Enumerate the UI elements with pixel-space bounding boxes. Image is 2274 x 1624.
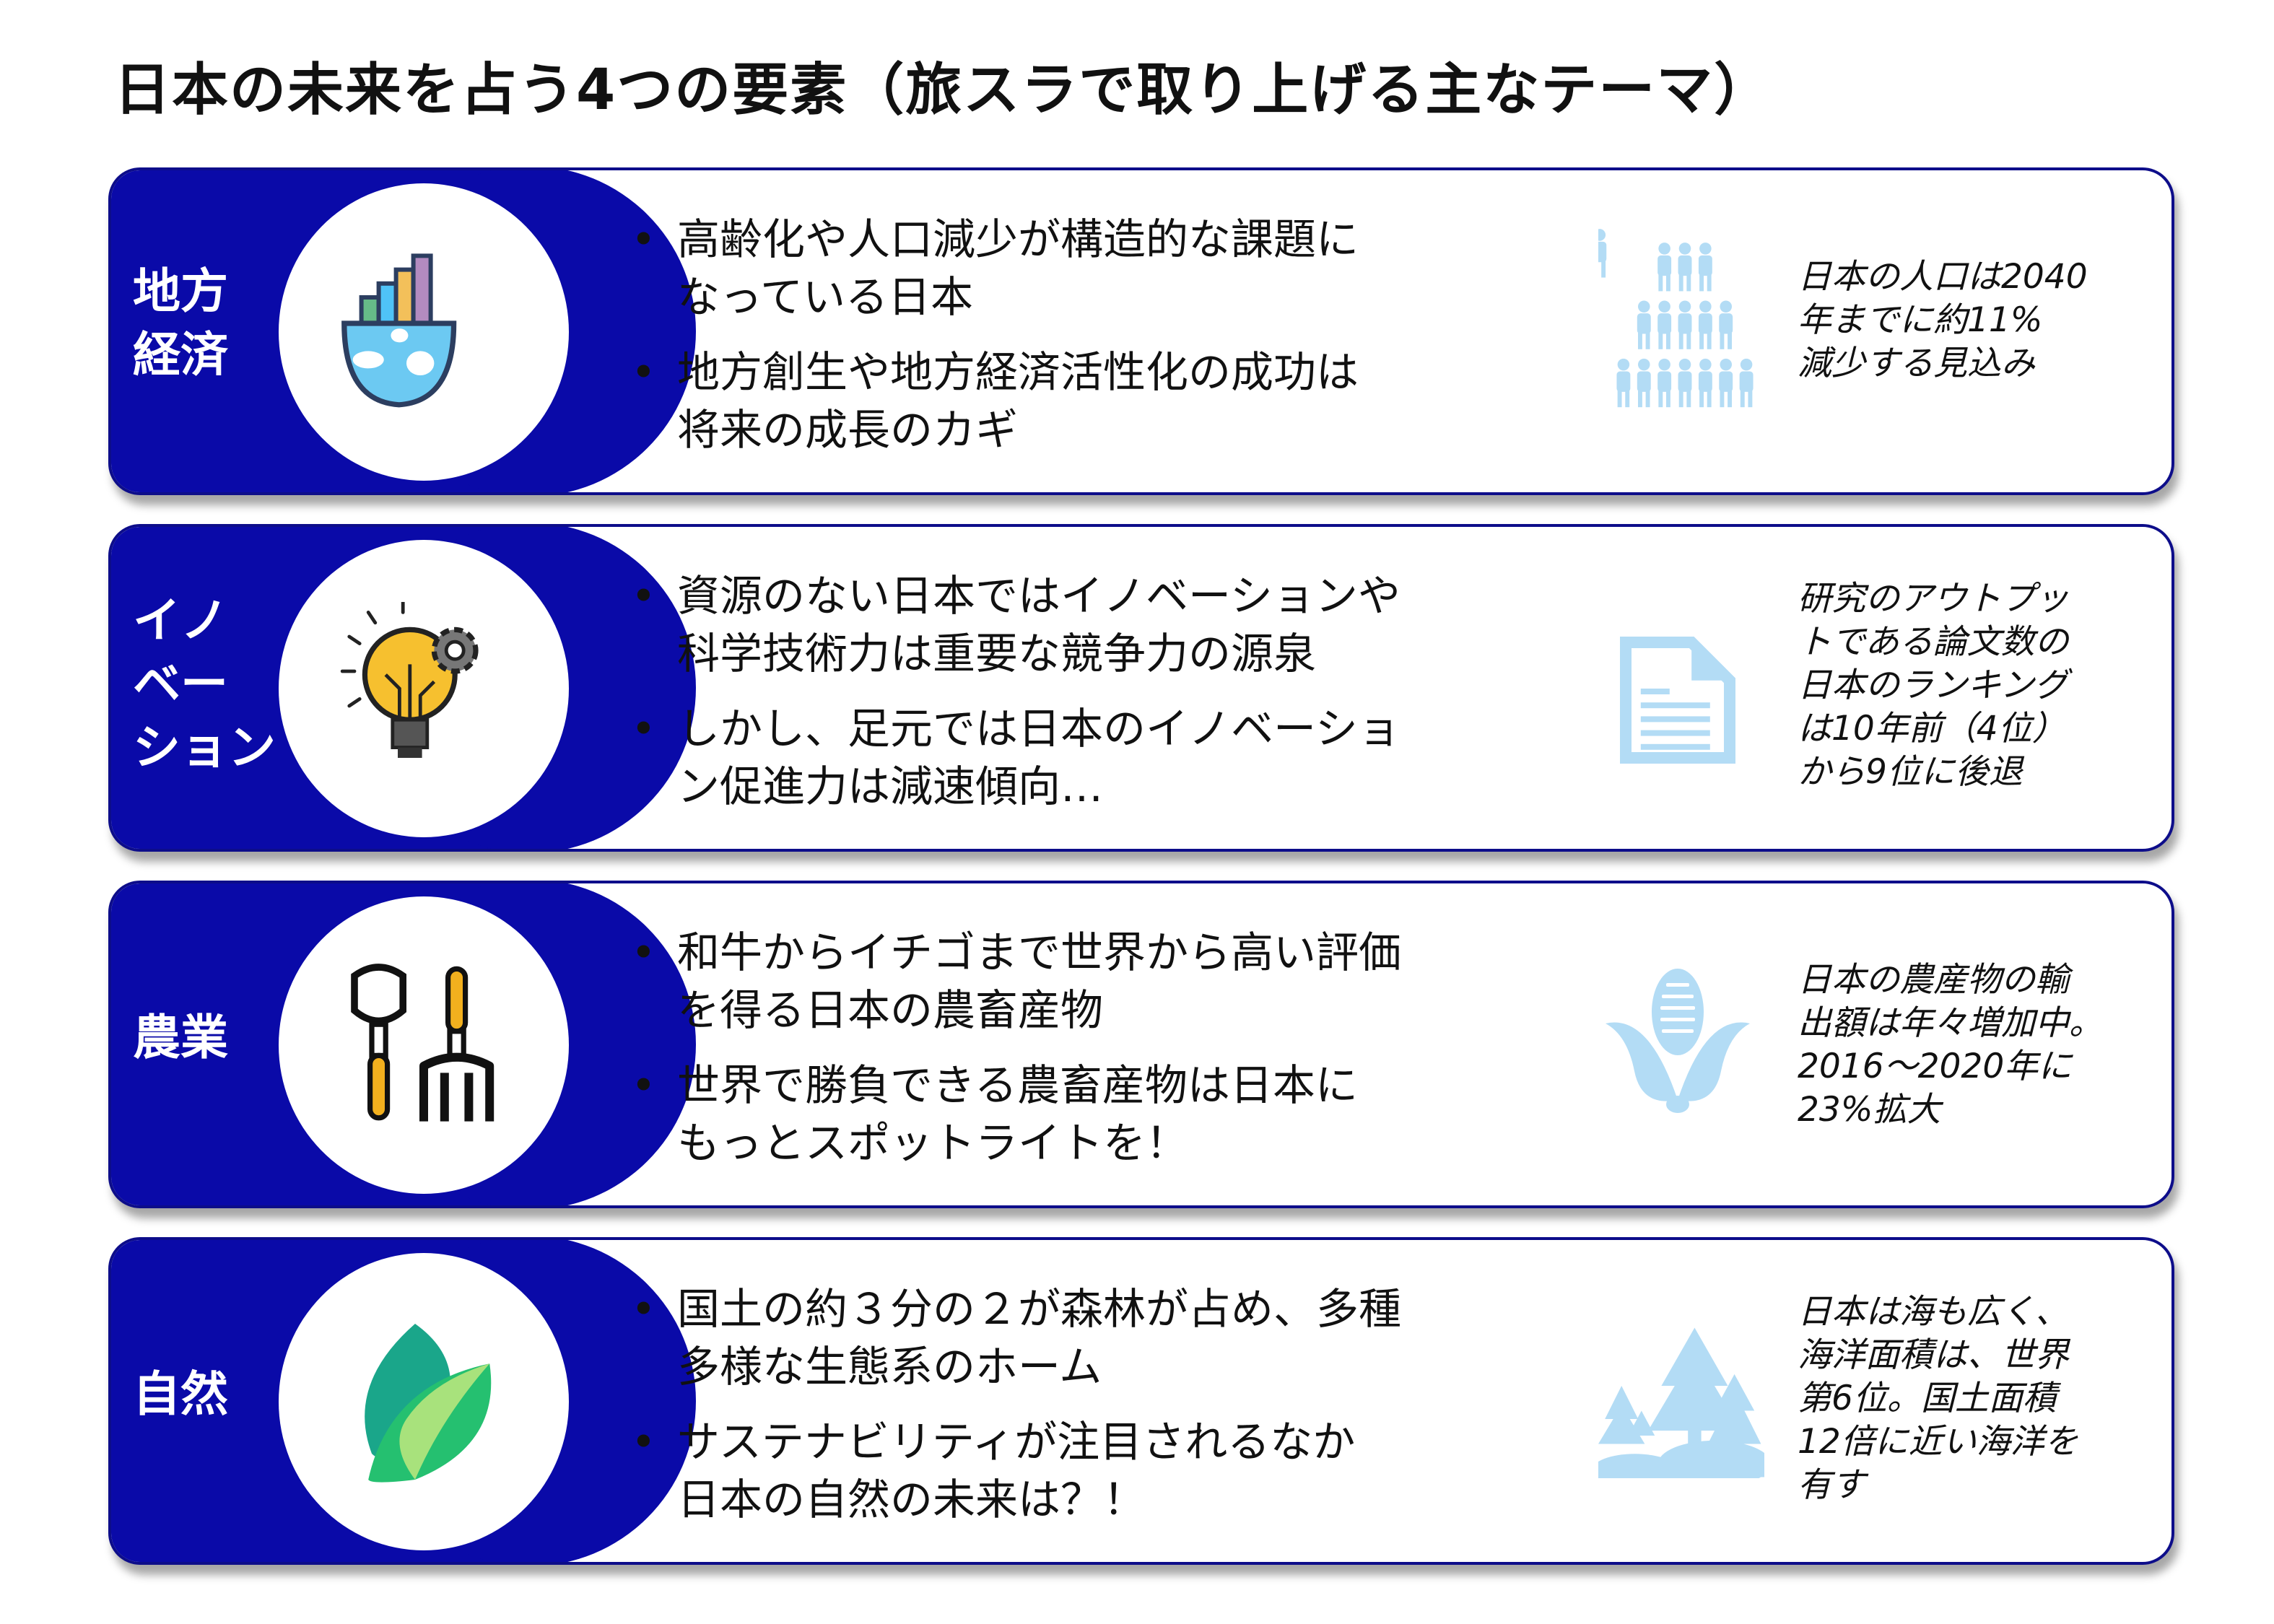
corn-icon xyxy=(1606,969,1750,1113)
bullet-item: 世界で勝負できる農畜産物は日本に もっとスポットライトを！ xyxy=(631,1057,1642,1172)
theme-card-nature: 自然 国土の約３分の２が森林が占め、多種 多様な生態系のホーム サステナビリティ… xyxy=(108,1237,2174,1565)
bullet-item: 高齢化や人口減少が構造的な課題に なっている日本 xyxy=(631,211,1642,326)
theme-card-agriculture: 農業 和牛からイチゴまで世界から高い評価 を得る日本の農畜産物 世界で勝負できる… xyxy=(108,881,2174,1208)
theme-card-regional-economy: 地方 経済 高齢化や人口減少が構造的な課題に なっている日本 地方創生や地方経済… xyxy=(108,167,2174,495)
bullet-list: 和牛からイチゴまで世界から高い評価 を得る日本の農畜産物 世界で勝負できる農畜産… xyxy=(631,924,1642,1189)
theme-card-innovation: イノ ベー ション 資源のない日本ではイノベーションや 科学技術力は重要な競争力… xyxy=(108,524,2174,852)
bullet-item: サステナビリティが注目されるなか 日本の自然の未来は？！ xyxy=(631,1413,1642,1529)
page-title: 日本の未来を占う4つの要素（旅スラで取り上げる主なテーマ） xyxy=(114,58,1772,123)
icon-circle xyxy=(279,896,569,1194)
bullet-item: 国土の約３分の２が森林が占め、多種 多様な生態系のホーム xyxy=(631,1280,1642,1396)
icon-circle xyxy=(279,183,569,481)
bullet-item: 地方創生や地方経済活性化の成功は 将来の成長のカギ xyxy=(631,344,1642,459)
bullet-list: 高齢化や人口減少が構造的な課題に なっている日本 地方創生や地方経済活性化の成功… xyxy=(631,211,1642,476)
card-label: 農業 xyxy=(133,1010,228,1065)
lightbulb-gear-icon xyxy=(340,602,479,758)
globe-bar-chart-icon xyxy=(341,253,457,408)
document-icon xyxy=(1620,637,1735,764)
side-note: 日本の農産物の輸 出額は年々増加中。 2016～2020年に 23%拡大 xyxy=(1798,960,2103,1130)
bullet-item: 資源のない日本ではイノベーションや 科学技術力は重要な競争力の源泉 xyxy=(631,567,1642,683)
icon-circle xyxy=(279,1253,569,1550)
population-pyramid-icon xyxy=(1598,229,1754,408)
bullet-list: 資源のない日本ではイノベーションや 科学技術力は重要な競争力の源泉 しかし、足元… xyxy=(631,567,1642,833)
icon-circle xyxy=(279,540,569,837)
card-label: 地方 経済 xyxy=(133,263,228,383)
bullet-item: 和牛からイチゴまで世界から高い評価 を得る日本の農畜産物 xyxy=(631,924,1642,1039)
bullet-list: 国土の約３分の２が森林が占め、多種 多様な生態系のホーム サステナビリティが注目… xyxy=(631,1280,1642,1546)
garden-tools-icon xyxy=(351,964,495,1122)
card-label: 自然 xyxy=(133,1366,228,1422)
forest-icon xyxy=(1598,1327,1764,1478)
side-note: 研究のアウトプッ トである論文数の 日本のランキング は10年前（4位） から9… xyxy=(1798,579,2069,792)
side-note: 日本は海も広く、 海洋面積は、世界 第6位。国土面積 12倍に近い海洋を 有す xyxy=(1798,1292,2078,1505)
side-note: 日本の人口は2040 年までに約11% 減少する見込み xyxy=(1798,257,2088,383)
card-label: イノ ベー ション xyxy=(133,593,276,775)
bullet-item: しかし、足元では日本のイノベーショ ン促進力は減速傾向… xyxy=(631,700,1642,816)
leaves-icon xyxy=(365,1324,492,1483)
